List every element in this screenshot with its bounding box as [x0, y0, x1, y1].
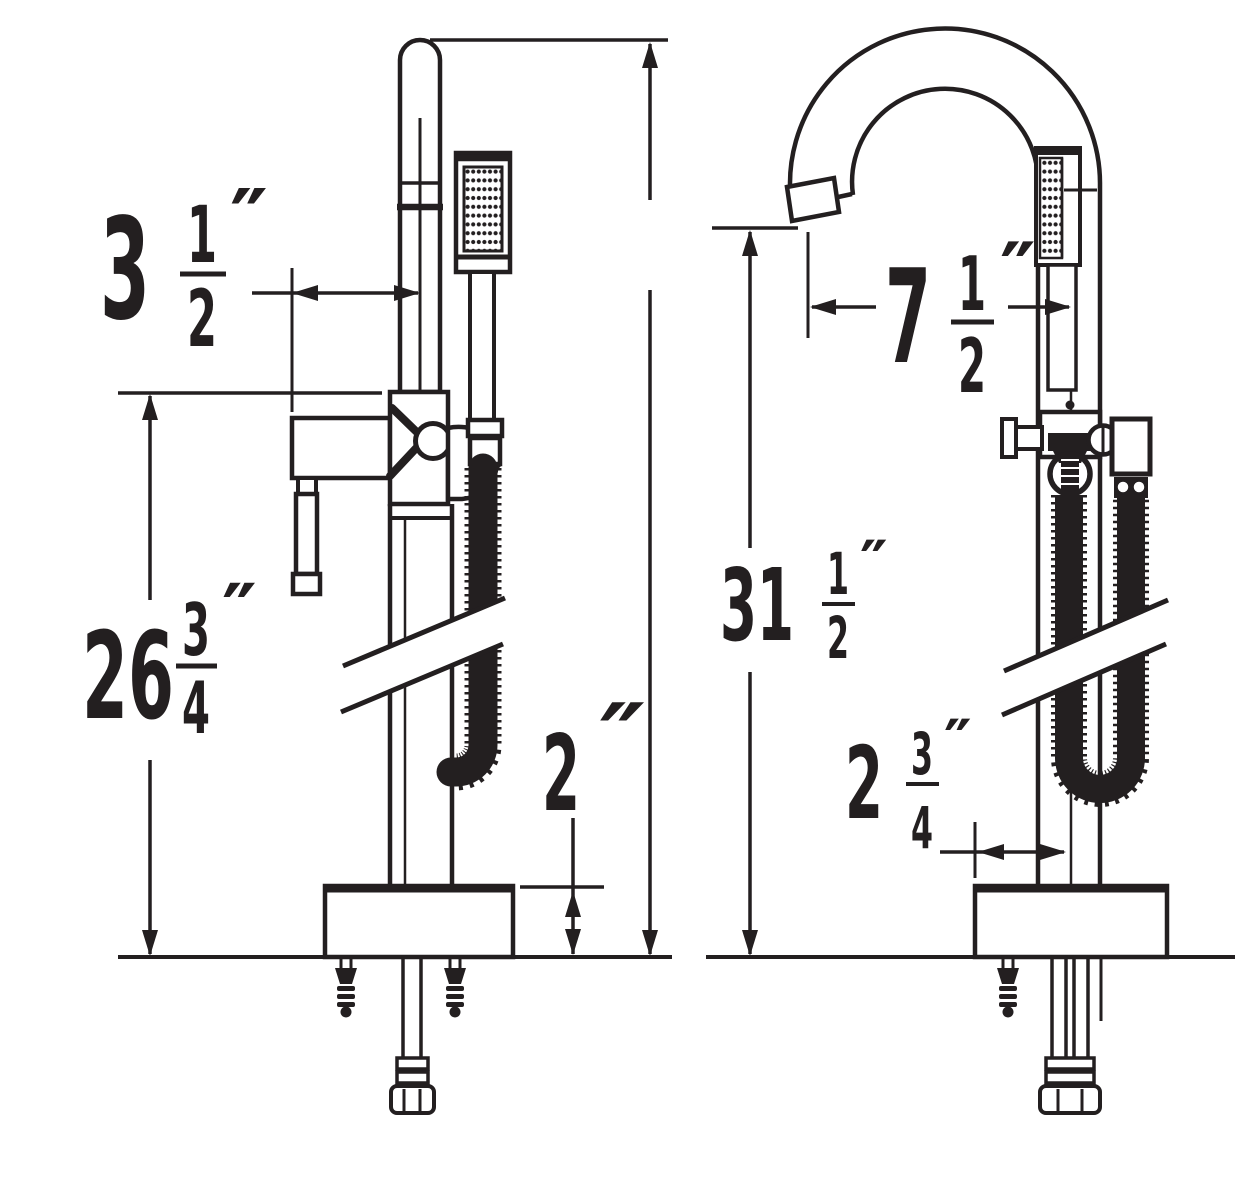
- dim-spout-reach: [810, 299, 1071, 315]
- spray-face-side: [1038, 156, 1064, 260]
- dim-numerator: 3: [911, 720, 933, 788]
- hose-connector: [465, 417, 505, 439]
- dim-numerator: 3: [182, 588, 210, 672]
- dim-numerator: 1: [827, 540, 849, 608]
- dim-unit: ″: [600, 682, 645, 799]
- spray-face: [462, 165, 504, 253]
- front-view: [118, 37, 672, 1115]
- dimension-annotations: 3 1 2 ″ 26 3 4 ″ 2 ″ 7 1 2 ″ 31 1: [82, 38, 1071, 956]
- dim-front-overall-line: [642, 42, 658, 956]
- anchor-screw: [335, 958, 357, 1018]
- dim-label-overall-height: 31 1 2 ″: [720, 527, 888, 672]
- anchor-screw: [444, 958, 466, 1018]
- outlet-block: [1109, 416, 1153, 477]
- dim-spout-offset-front: [252, 285, 420, 301]
- valve-left-block: [289, 415, 393, 481]
- hose-loop: [1051, 495, 1149, 807]
- diverter-knob: [413, 421, 453, 461]
- dim-denominator: 2: [958, 322, 986, 410]
- control-lever-side: [1000, 417, 1018, 459]
- spout-outlet: [784, 175, 842, 224]
- dim-whole: 2: [542, 713, 580, 835]
- dim-whole: 3: [100, 189, 150, 352]
- dim-label-hose-outlet-offset: 2 3 4 ″: [845, 706, 972, 862]
- dim-label-spout-reach: 7 1 2 ″: [885, 226, 1036, 410]
- hose-nut: [389, 1084, 436, 1115]
- pipe-break-symbol: [340, 595, 506, 715]
- dim-base-height: [565, 818, 581, 955]
- control-lever: [293, 491, 320, 577]
- dim-unit: ″: [944, 706, 972, 779]
- anchor-screw: [997, 958, 1019, 1018]
- hose-cradle-side: [1048, 433, 1092, 451]
- dim-denominator: 4: [911, 794, 933, 862]
- dim-unit: ″: [230, 172, 268, 271]
- valve-assembly-side: [1000, 400, 1153, 498]
- shower-handle: [468, 270, 496, 434]
- dim-whole: 2: [845, 725, 883, 842]
- mounting-base: [322, 883, 516, 960]
- dim-height-to-handle: [142, 394, 158, 956]
- hand-shower-hose: [436, 453, 502, 791]
- hand-shower-head: [453, 150, 513, 275]
- dim-whole: 31: [720, 547, 794, 664]
- dim-hose-outlet-offset: [940, 844, 1066, 860]
- supply-connection-side: [1038, 958, 1102, 1115]
- dim-overall-height: [742, 230, 758, 956]
- shower-handle-side: [1046, 263, 1078, 392]
- side-view: [706, 26, 1235, 1115]
- lower-column: [387, 504, 455, 886]
- pipe-break-symbol: [1001, 597, 1169, 718]
- dim-unit: ″: [222, 569, 257, 659]
- mounting-base-side: [972, 883, 1170, 960]
- hose-fitting: [1061, 452, 1079, 497]
- dim-denominator: 2: [187, 275, 217, 365]
- dim-label-height-to-handle: 26 3 4 ″: [82, 569, 257, 750]
- dim-numerator: 1: [958, 240, 986, 328]
- hand-shower-side: [1034, 146, 1097, 392]
- dim-label-spout-offset-front: 3 1 2 ″: [100, 172, 268, 365]
- dim-unit: ″: [1000, 226, 1036, 319]
- dim-label-base-height: 2 ″: [542, 682, 645, 835]
- supply-connection: [389, 958, 436, 1115]
- dim-whole: 7: [885, 241, 931, 393]
- dim-denominator: 2: [827, 604, 849, 672]
- dim-denominator: 4: [182, 666, 210, 750]
- dim-unit: ″: [860, 527, 888, 600]
- dim-numerator: 1: [187, 191, 217, 281]
- cradle-ring: [1047, 451, 1093, 497]
- gooseneck-spout: [784, 26, 1103, 886]
- hose-nut-side: [1038, 1084, 1102, 1115]
- dim-whole: 26: [82, 608, 174, 747]
